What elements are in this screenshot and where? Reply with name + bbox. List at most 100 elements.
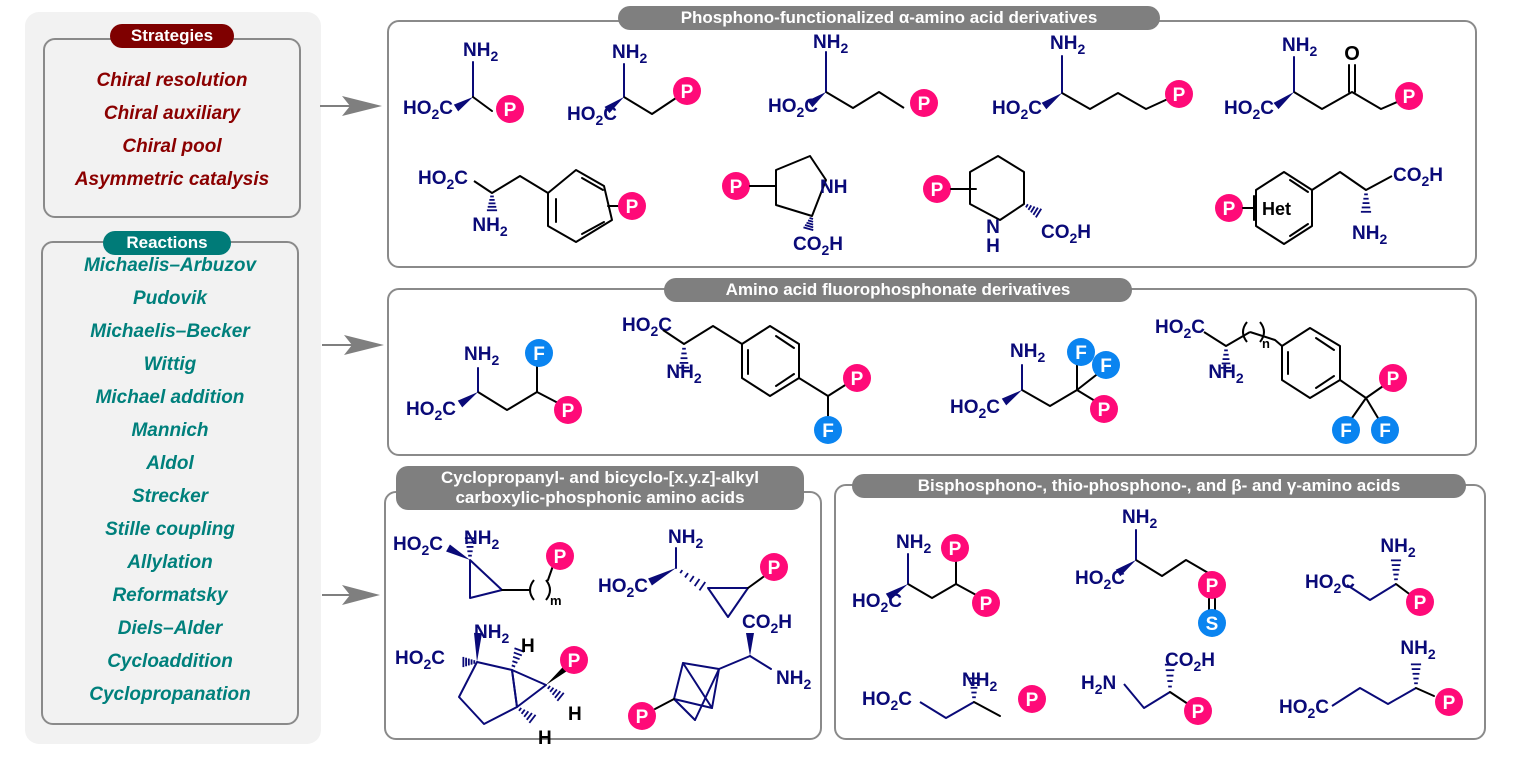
carboxyl-label: HO2C xyxy=(393,534,443,558)
wedge-bond xyxy=(648,568,676,586)
wedge-bond xyxy=(1041,93,1062,110)
bond xyxy=(1415,687,1435,697)
reaction-item: Allylation xyxy=(127,552,213,573)
svg-text:P: P xyxy=(1443,693,1456,714)
bond xyxy=(1289,179,1309,193)
amine-label: NH2 xyxy=(1380,536,1415,560)
hash-bond xyxy=(968,677,980,699)
panel-fluoro-title: Amino acid fluorophosphonate derivatives xyxy=(664,278,1132,302)
bond xyxy=(973,701,1001,717)
phosphorus-badge: P xyxy=(972,589,1000,617)
reaction-item: Michael addition xyxy=(95,387,245,408)
svg-text:P: P xyxy=(918,94,931,115)
strategy-item: Asymmetric catalysis xyxy=(74,169,270,190)
ring xyxy=(469,559,503,599)
fluorine-badge: F xyxy=(525,339,553,367)
amine-label: NH2 xyxy=(1282,35,1317,59)
svg-text:P: P xyxy=(1026,690,1039,711)
bond-chain xyxy=(1293,91,1405,110)
reaction-item: Aldol xyxy=(146,453,194,474)
ring xyxy=(707,587,749,618)
wedge-bond xyxy=(1001,390,1022,406)
svg-text:P: P xyxy=(562,401,575,422)
wedge-bond xyxy=(453,97,473,112)
hash-bond xyxy=(462,656,476,668)
carboxyl-label: HO2C xyxy=(403,98,453,122)
bond xyxy=(749,655,772,670)
hash-bond xyxy=(1025,203,1043,218)
arrow-to-cyclo xyxy=(322,585,380,605)
bracket xyxy=(545,579,551,601)
amine-label: NH2 xyxy=(1010,341,1045,365)
bracket xyxy=(1259,321,1265,343)
ring xyxy=(969,155,1025,221)
strategies-title: Strategies xyxy=(110,24,234,48)
svg-text:P: P xyxy=(730,177,743,198)
phosphorus-badge: P xyxy=(1198,571,1226,599)
amine-label: NH2 xyxy=(1352,223,1387,247)
wedge-bond xyxy=(885,584,908,601)
wedge-bond xyxy=(474,632,482,662)
svg-text:P: P xyxy=(504,100,517,121)
wedge-bond xyxy=(746,633,754,656)
atom-label: m xyxy=(550,593,562,608)
amine-label: NH2 xyxy=(776,668,811,692)
bond-chain xyxy=(825,91,905,109)
atom-label: H xyxy=(521,636,535,657)
phosphorus-badge: P xyxy=(923,175,951,203)
hash-bond xyxy=(1220,349,1232,369)
bond-chain xyxy=(623,96,677,115)
arrow-to-fluoro xyxy=(322,335,384,355)
panel-cyclo-title: Cyclopropanyl- and bicyclo-[x.y.z]-alkyl… xyxy=(396,466,804,510)
hash-bond xyxy=(518,707,537,724)
svg-text:P: P xyxy=(1403,87,1416,108)
atom-label: H xyxy=(986,236,1000,257)
strategies-box: Chiral resolution Chiral auxiliary Chira… xyxy=(43,38,301,218)
bond xyxy=(1315,337,1335,351)
bond xyxy=(718,655,751,670)
strategy-item: Chiral pool xyxy=(122,136,222,157)
carboxyl-label: HO2C xyxy=(1279,697,1329,721)
atom-label: H xyxy=(568,704,582,725)
phosphorus-badge: P xyxy=(560,646,588,674)
svg-text:F: F xyxy=(533,344,545,365)
phosphorus-badge: P xyxy=(1215,194,1243,222)
carboxyl-label: HO2C xyxy=(1224,98,1274,122)
panel-cyclo xyxy=(384,491,822,740)
amine-label: NH2 xyxy=(813,32,848,56)
hash-bond xyxy=(464,537,476,557)
bond-chain xyxy=(1123,683,1171,709)
bond xyxy=(581,221,605,235)
bond xyxy=(654,698,675,710)
atom-label: N xyxy=(986,217,1000,238)
svg-text:P: P xyxy=(1192,702,1205,723)
bond xyxy=(694,668,720,721)
amine-label: NH2 xyxy=(962,670,997,694)
wedge-bond xyxy=(457,392,478,408)
reactions-title: Reactions xyxy=(103,231,231,255)
svg-text:P: P xyxy=(980,594,993,615)
amine-label: NH2 xyxy=(464,344,499,368)
wedge-bond xyxy=(1115,560,1136,577)
bond xyxy=(1365,397,1379,419)
ring xyxy=(511,669,547,708)
reaction-item: Strecker xyxy=(131,486,209,507)
carboxyl-label: HO2C xyxy=(852,591,902,615)
bond xyxy=(775,335,795,349)
fluorine-badge: F xyxy=(814,416,842,444)
amine-label: NH2 xyxy=(896,532,931,556)
fluorine-badge: F xyxy=(1092,351,1120,379)
bracket xyxy=(529,579,535,601)
amine-label: NH2 xyxy=(612,42,647,66)
